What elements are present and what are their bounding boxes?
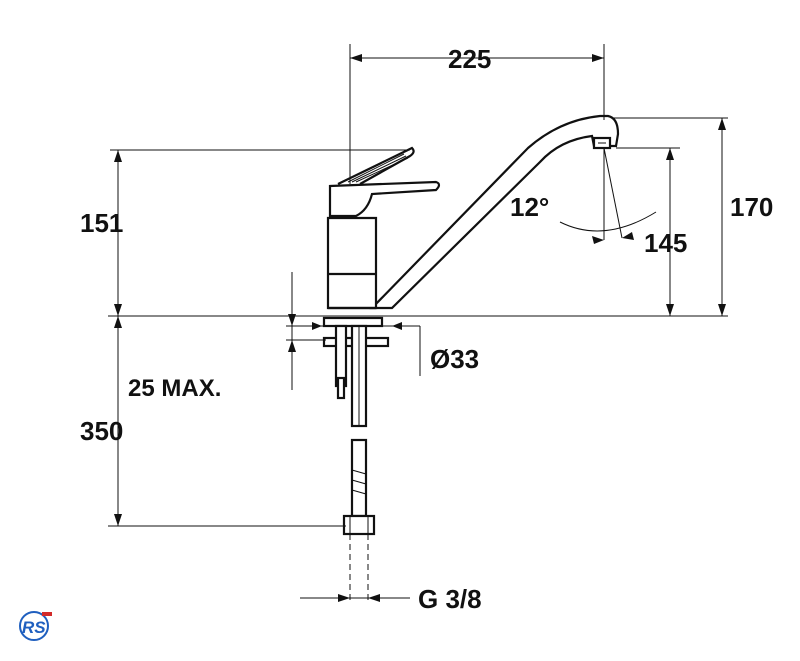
hose-nut (342, 514, 376, 536)
lever-grip (337, 146, 415, 185)
dim-swivel-angle: 12° (510, 192, 549, 222)
dim-connection: G 3/8 (418, 584, 482, 614)
lever-handle (328, 180, 441, 218)
hose-lower (350, 438, 368, 518)
spout (369, 114, 620, 310)
base-ring (322, 316, 384, 328)
dim-hole-diameter: Ø33 (430, 344, 479, 374)
dim-hose-length: 350 (80, 416, 123, 446)
dim-lever-height: 151 (80, 208, 123, 238)
dim-max-thickness: 25 MAX. (128, 375, 221, 402)
brand-logo: RS (19, 611, 52, 641)
faucet-body (322, 114, 620, 600)
dim-spout-reach: 225 (448, 44, 491, 74)
dimension-labels: 225 151 170 145 12° Ø33 25 MAX. 350 G 3/… (80, 44, 773, 614)
main-body (326, 216, 378, 310)
dim-outlet-height: 145 (644, 228, 687, 258)
dimension-lines (108, 44, 728, 602)
dim-total-height: 170 (730, 192, 773, 222)
logo-text: RS (22, 618, 46, 637)
